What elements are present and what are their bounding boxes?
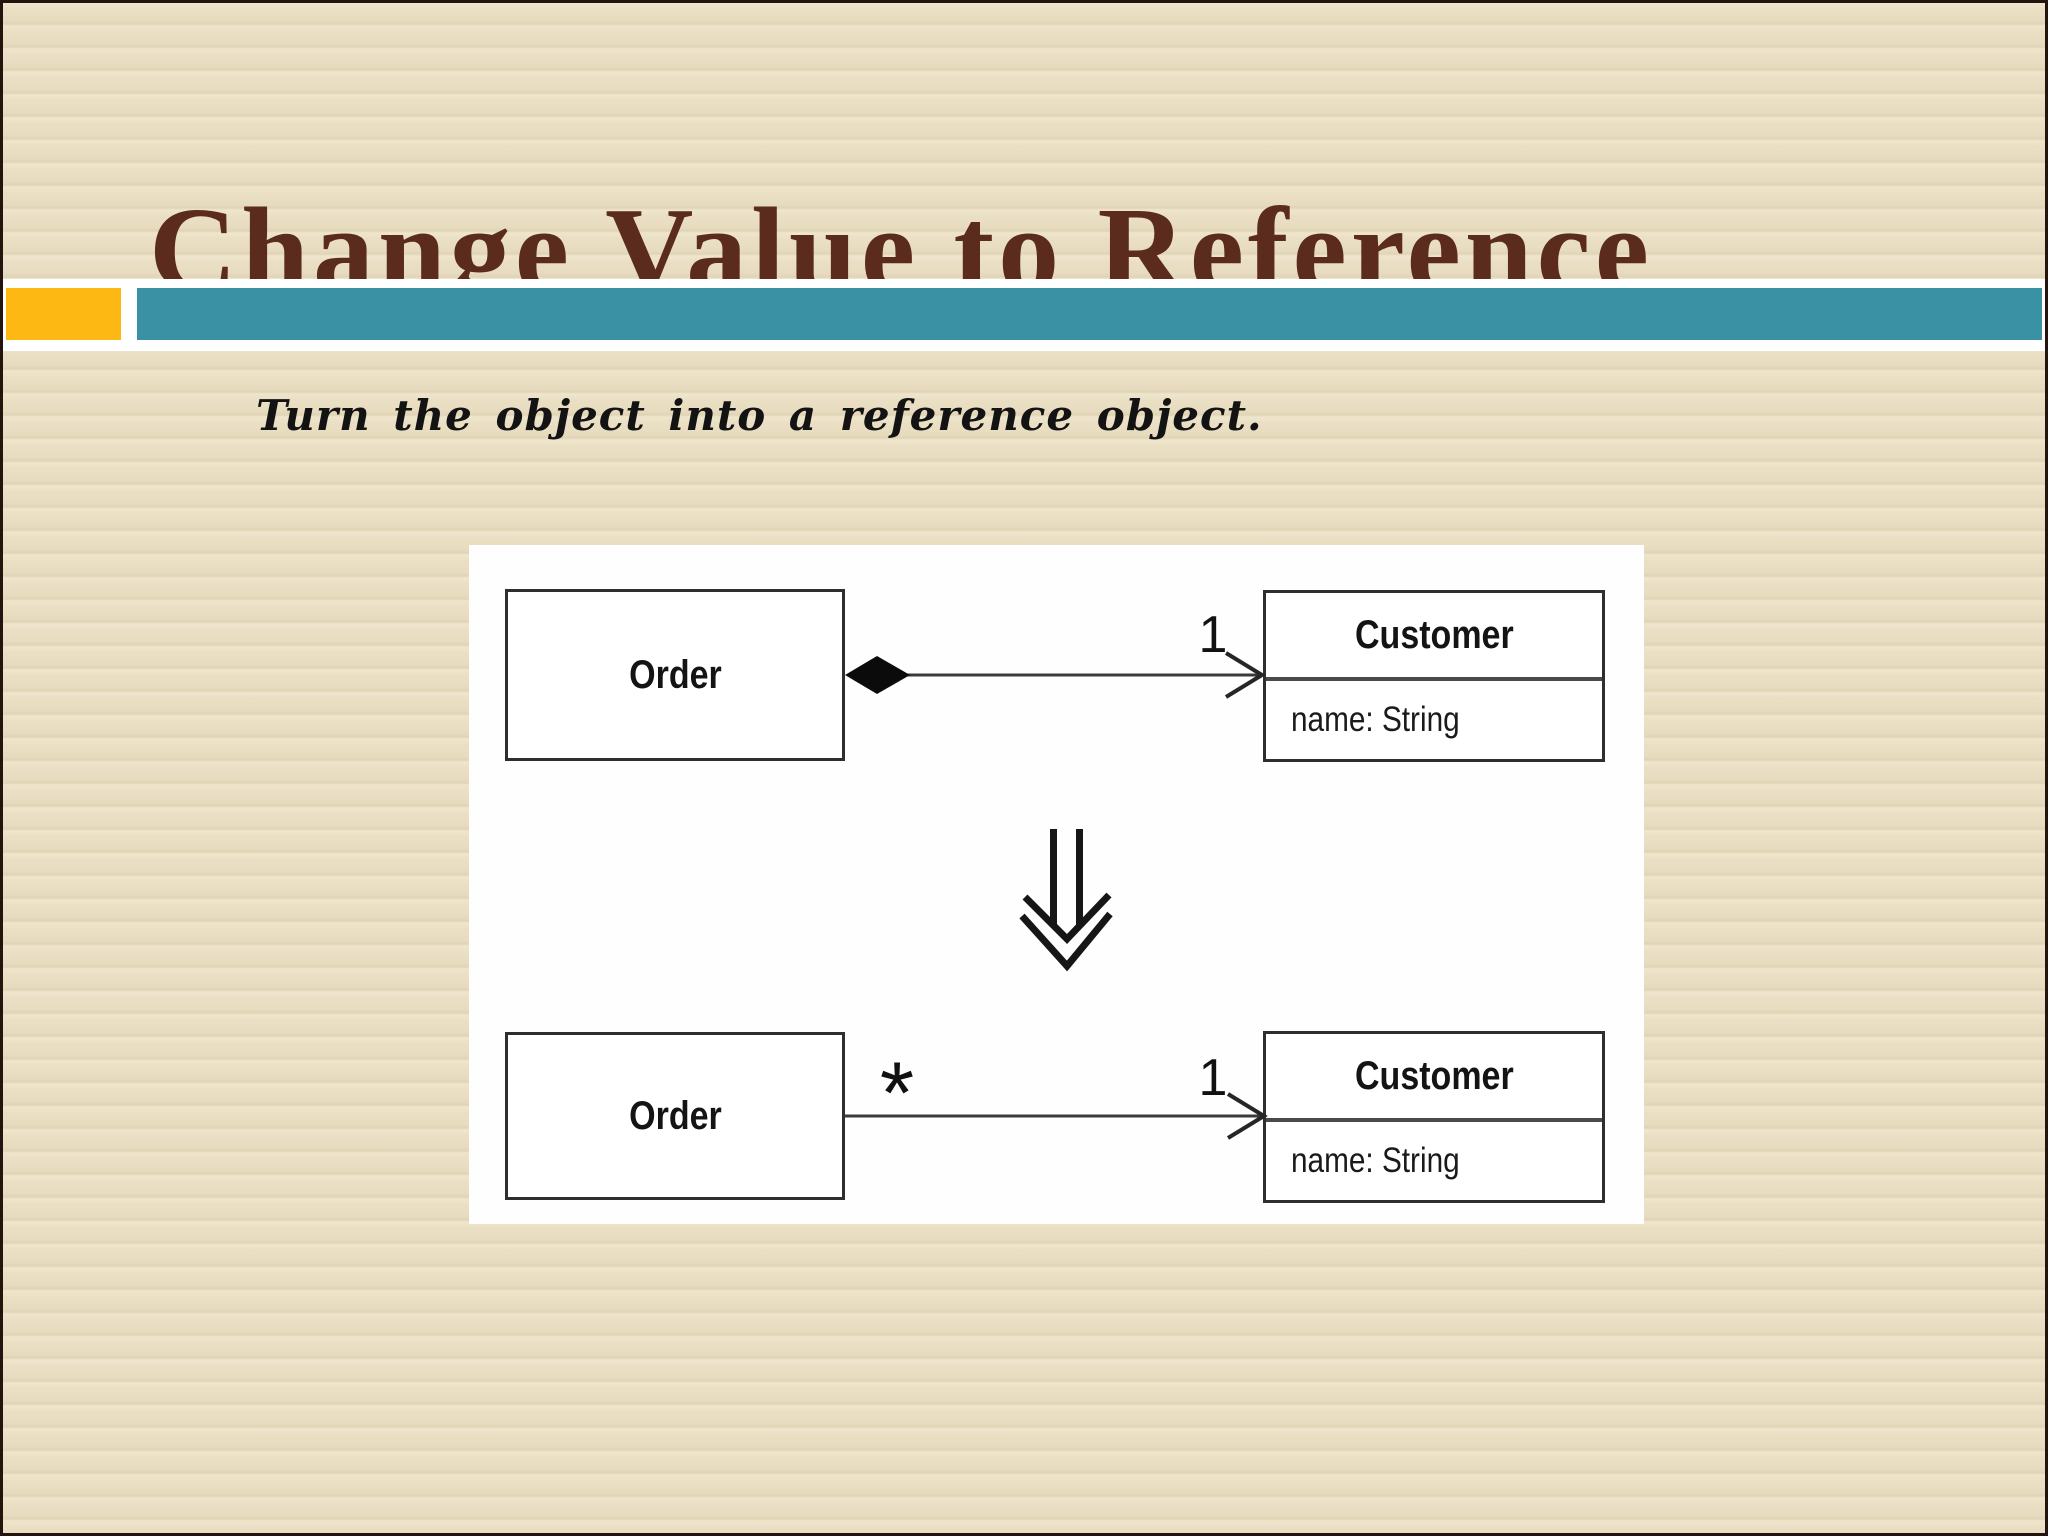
multiplicity-label-before-target: 1 (1199, 606, 1228, 664)
composition-diamond-icon (845, 656, 910, 694)
arrow-chevron-lower (1019, 911, 1113, 972)
multiplicity-label-after-target: 1 (1199, 1049, 1228, 1107)
class-name-label: Customer (1354, 612, 1514, 657)
uml-class-customer-after: Customer name: String (1263, 1031, 1605, 1203)
class-name-label: Order (628, 1093, 722, 1138)
accent-bar-yellow (6, 288, 121, 340)
open-arrowhead-icon (1226, 1092, 1268, 1140)
uml-class-order-before: Order (505, 589, 845, 761)
class-name-label: Order (628, 652, 722, 697)
attribute-label: name: String (1291, 1141, 1460, 1180)
class-name-label: Customer (1354, 1053, 1514, 1098)
uml-class-order-after: Order (505, 1032, 845, 1200)
slide-subtitle: Turn the object into a reference object. (256, 391, 1263, 440)
open-arrowhead-icon (1224, 651, 1266, 699)
attribute-label: name: String (1291, 700, 1460, 739)
double-down-arrow-icon (1019, 829, 1113, 972)
diagram-panel: Order Customer name: String Order Custom… (469, 545, 1644, 1224)
accent-bar-teal (137, 288, 2042, 340)
class-attributes-compartment: name: String (1266, 681, 1602, 759)
uml-class-customer-before: Customer name: String (1263, 590, 1605, 762)
arrow-chevron-upper (1022, 892, 1112, 945)
class-title-compartment: Customer (1266, 1034, 1602, 1122)
multiplicity-label-after-source: * (880, 1043, 914, 1142)
class-title-compartment: Customer (1266, 593, 1602, 681)
class-attributes-compartment: name: String (1266, 1122, 1602, 1200)
